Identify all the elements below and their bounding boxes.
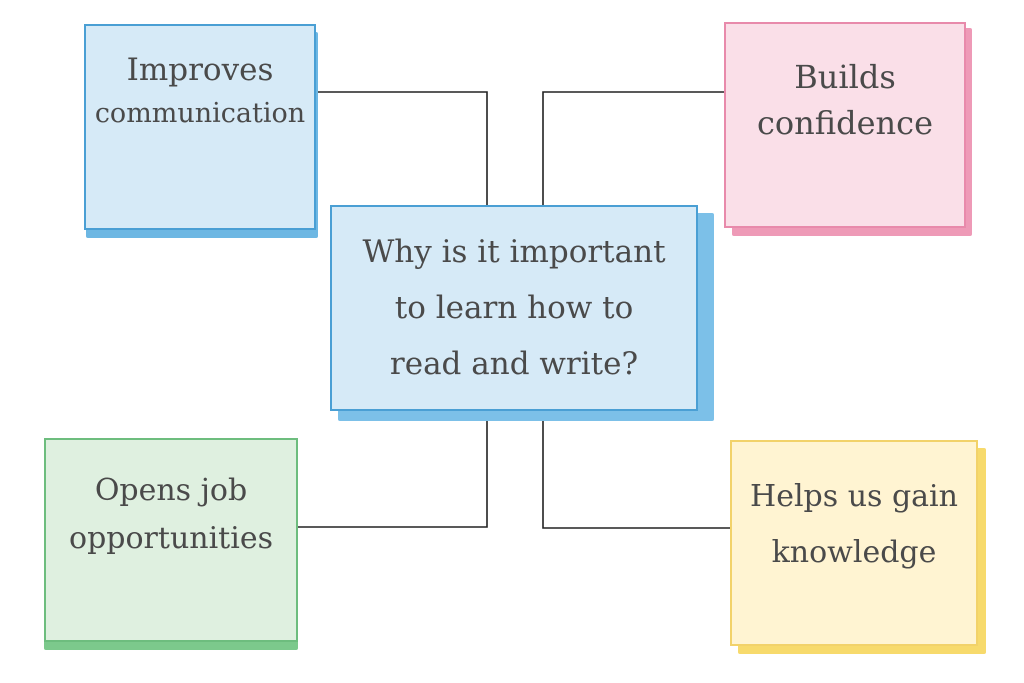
note-helps-gain-knowledge: Helps us gain knowledge [730,440,988,656]
central-question-node: Why is it important to learn how to read… [330,205,716,423]
central-question-line: to learn how to [394,290,634,326]
connector-bottom-right [542,420,732,529]
note-text-line: knowledge [771,535,937,570]
note-text-line: communication [94,98,306,129]
note-text-line: confidence [756,104,934,142]
note-builds-confidence: Builds confidence [724,22,972,238]
note-improves-communication: Improves communication [84,24,320,240]
connector-bottom-left [296,420,488,528]
note-card: Why is it important to learn how to read… [330,205,698,411]
note-card: Opens job opportunities [44,438,298,642]
note-text-line: Improves [126,52,274,88]
connector-top-left [318,91,488,207]
note-opens-job-opportunities: Opens job opportunities [44,438,300,652]
note-card: Helps us gain knowledge [730,440,978,646]
note-text-line: Opens job [94,473,248,508]
note-card: Improves communication [84,24,316,230]
note-card: Builds confidence [724,22,966,228]
note-text-line: Helps us gain [750,479,958,514]
note-text-line: opportunities [69,521,273,556]
central-question-line: Why is it important [362,234,666,270]
connector-top-right [542,91,727,207]
central-question-line: read and write? [389,346,639,382]
note-text-line: Builds [794,58,896,96]
